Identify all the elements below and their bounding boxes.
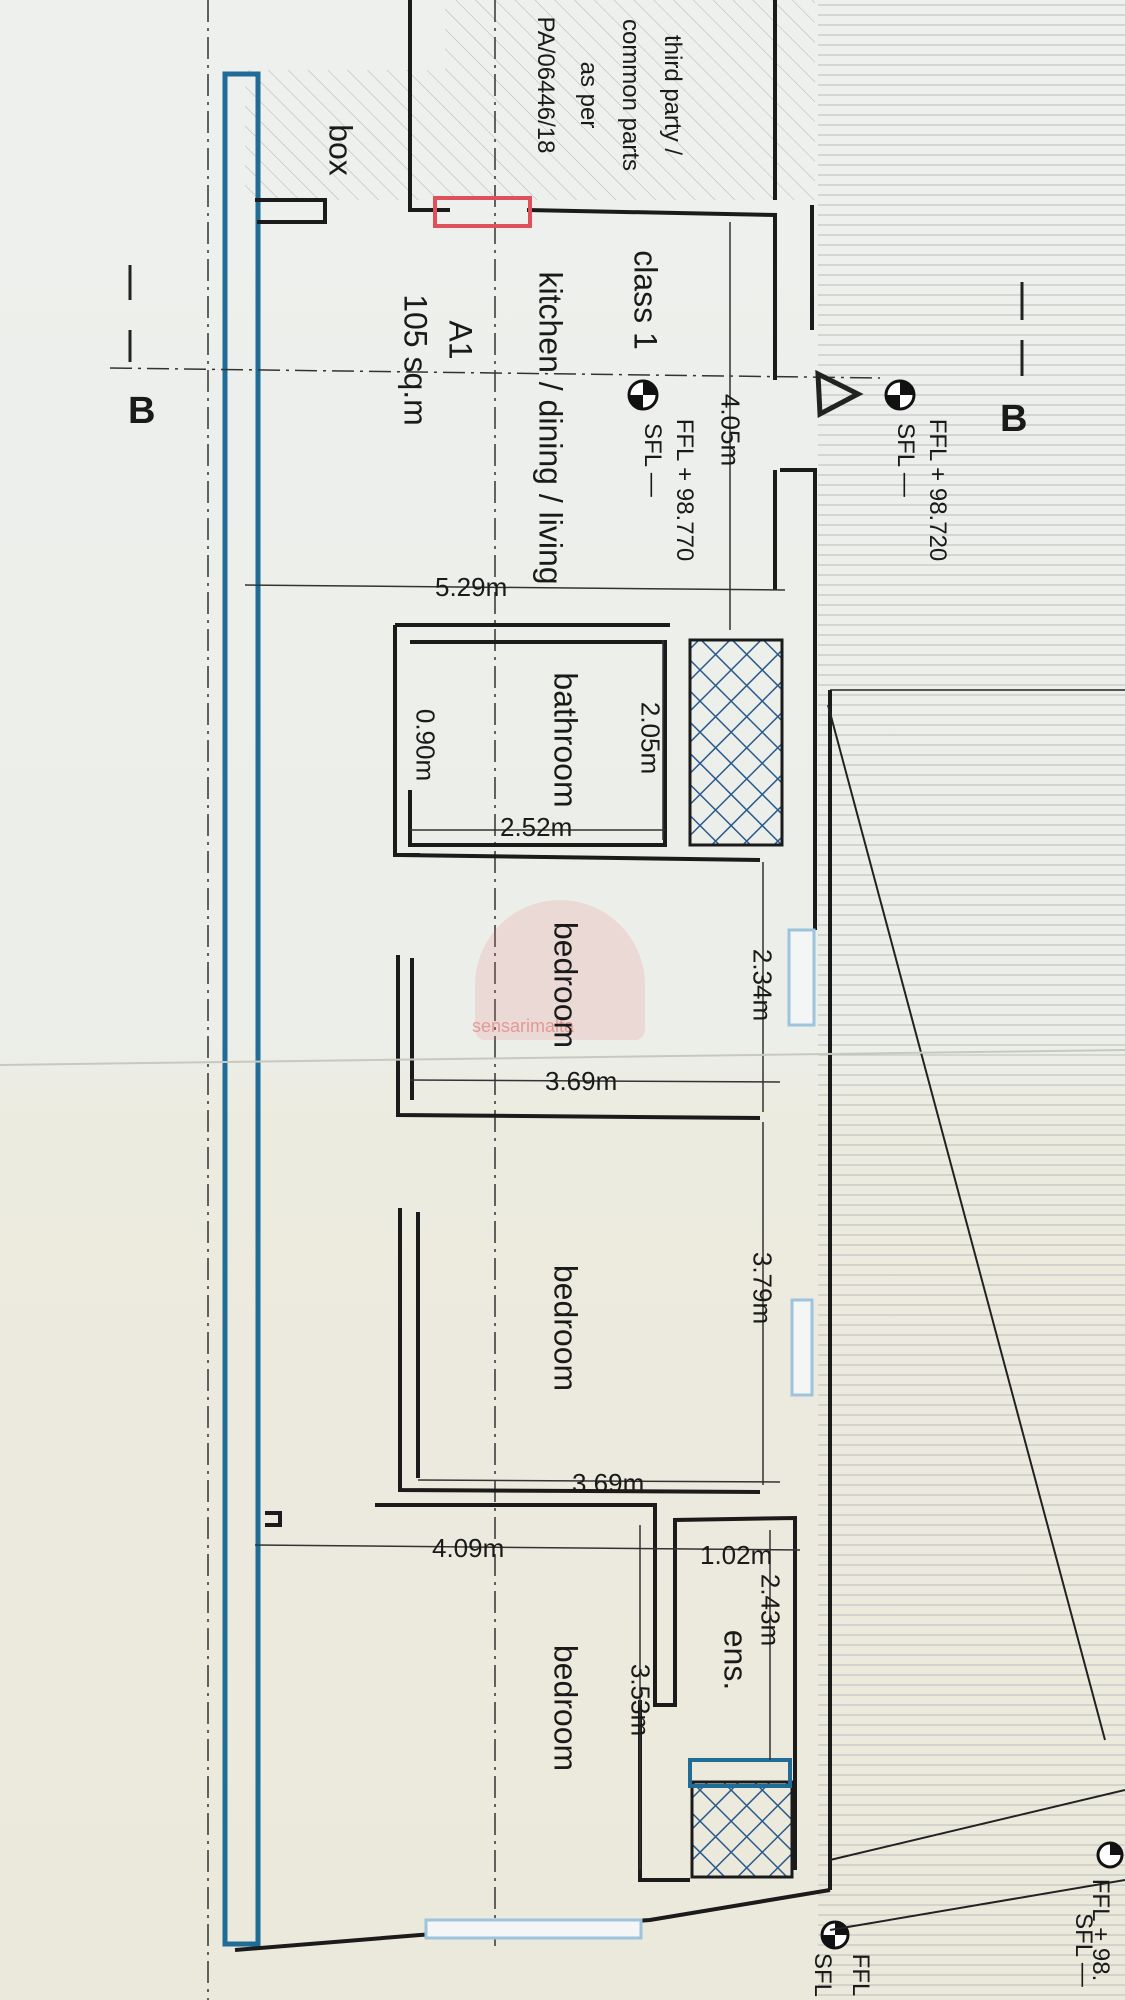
dim-label-409: 4.09m	[432, 1533, 505, 1563]
wall-bedroom2	[398, 1208, 761, 1494]
site-diagonal-3	[829, 1879, 1125, 1931]
dim-label-243: 2.43m	[755, 1573, 786, 1647]
label-ffl-2: FFL + 98.720	[924, 418, 951, 562]
dim-label-205: 2.05m	[635, 701, 666, 775]
window-bottom	[424, 1918, 643, 1940]
site-diagonal-1	[827, 704, 1106, 1741]
label-bedroom-3: bedroom	[547, 1644, 584, 1772]
wall-bathroom-inner	[408, 640, 667, 847]
dimension-lines	[244, 222, 801, 1870]
label-bedroom-2: bedroom	[547, 1264, 584, 1392]
label-third-party-1: third party /	[659, 34, 686, 156]
dim-label-529: 5.29m	[435, 572, 508, 602]
dim-line-529	[244, 584, 786, 591]
paper-fold	[0, 1049, 1125, 1066]
red-door-marker	[433, 196, 532, 228]
level-symbol-4	[820, 1920, 850, 1950]
dim-line-369b	[417, 1479, 781, 1483]
label-bathroom: bathroom	[547, 672, 584, 808]
dim-label-234: 2.34m	[747, 948, 778, 1022]
level-symbol-2	[884, 379, 916, 411]
duct-hatch-top	[688, 638, 784, 847]
site-diagonal-2	[829, 1789, 1125, 1861]
duct-hatch-bottom	[690, 1780, 794, 1879]
dim-label-252: 2.52m	[500, 812, 573, 842]
exterior-hatch-area	[818, 0, 1125, 2000]
site-boundary-line	[222, 71, 261, 1947]
dim-label-369b: 3.69m	[572, 1468, 645, 1498]
dim-label-090: 0.90m	[410, 708, 441, 782]
section-label-right: B	[1000, 398, 1028, 440]
label-third-party-4: PA/06446/18	[532, 16, 559, 154]
wall-stub-small	[265, 1511, 282, 1527]
label-third-party-3: as per	[575, 61, 602, 129]
section-label-left: B	[128, 390, 156, 432]
wall-bedroom1	[396, 955, 761, 1120]
label-sfl-2: SFL —	[892, 423, 919, 497]
dim-label-405: 4.05m	[715, 393, 746, 467]
label-third-party-2: common parts	[617, 18, 644, 172]
dim-label-369a: 3.69m	[545, 1066, 618, 1096]
dim-label-353: 3.53m	[625, 1663, 656, 1737]
label-ffl-4: FFL	[847, 1953, 874, 1997]
dim-label-102: 1.02m	[700, 1540, 773, 1570]
level-symbol-1	[627, 379, 659, 411]
level-triangle	[815, 369, 864, 419]
window-bedroom2	[790, 1298, 814, 1397]
wall-kitchen-top	[526, 208, 777, 380]
label-kitchen: kitchen / dining / living	[532, 271, 569, 585]
walls	[234, 0, 832, 1952]
wall-exterior-mid2	[780, 468, 817, 930]
wall-box-stub	[255, 198, 327, 224]
label-class1: class 1	[627, 250, 664, 350]
label-unit-name: A1	[442, 320, 479, 360]
wall-bathroom-bottom	[397, 853, 761, 862]
label-unit-area: 105 sq.m	[397, 294, 434, 426]
window-bedroom1	[787, 928, 816, 1027]
stair-gap	[245, 0, 445, 70]
ensuite-window-frame	[688, 1758, 792, 1788]
label-bedroom-1: bedroom	[547, 921, 584, 1049]
dim-line-369a	[409, 1079, 781, 1083]
level-symbol-3	[1096, 1841, 1124, 1869]
label-box: box	[322, 124, 359, 176]
watermark-logo	[475, 900, 645, 1040]
dim-line-409	[254, 1544, 801, 1551]
label-ensuite: ens.	[717, 1629, 754, 1691]
label-sfl-1: SFL —	[639, 423, 666, 497]
wall-ensuite	[375, 1503, 797, 1870]
watermark-text: sensarimalta	[472, 1016, 575, 1036]
label-ffl-1: FFL + 98.770	[671, 418, 698, 562]
section-line-b	[109, 367, 881, 379]
label-sfl-3: SFL —	[1070, 1913, 1097, 1987]
dim-label-379: 3.79m	[747, 1251, 778, 1325]
label-sfl-4: SFL	[809, 1952, 836, 1998]
